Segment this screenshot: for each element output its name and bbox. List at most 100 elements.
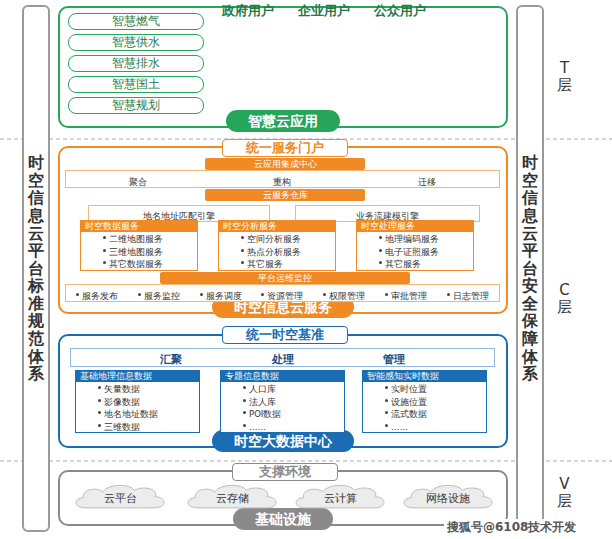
layer-label: T层 bbox=[557, 60, 572, 93]
section-title: 统一时空基准 bbox=[246, 326, 324, 344]
bullet-dot bbox=[385, 411, 388, 414]
service-box: 时空数据服务二维地图服务三维地图服务其它数据服务 bbox=[80, 220, 198, 271]
bullet-dot bbox=[385, 293, 388, 296]
cloud-label: 云计算 bbox=[324, 492, 357, 506]
bar-box: 云服务仓库 bbox=[205, 189, 365, 201]
service-title: 时空分析服务 bbox=[219, 221, 335, 232]
bar-title: 平台运维监控 bbox=[258, 273, 312, 284]
app-name: 智慧国土 bbox=[112, 77, 160, 92]
cloud-label: 云存储 bbox=[216, 492, 249, 506]
bullet-dot bbox=[447, 293, 450, 296]
bullet-dot bbox=[261, 293, 264, 296]
service-item: 电子证照服务 bbox=[385, 247, 439, 257]
bullet-dot bbox=[241, 236, 244, 239]
bar-box: 平台运维监控 bbox=[160, 272, 410, 284]
service-title: 时空数据服务 bbox=[81, 221, 197, 232]
row-item: 服务调度 bbox=[206, 291, 242, 301]
layer-label: V层 bbox=[557, 476, 572, 509]
app-name: 智慧排水 bbox=[112, 56, 160, 71]
row-box: 汇聚处理管理 bbox=[70, 348, 495, 367]
layer-panel: 时空大数据中心统一时空基准汇聚处理管理基础地理信息数据矢量数据影像数据地名地址数… bbox=[58, 334, 508, 448]
service-title: 智能感知实时数据 bbox=[363, 371, 486, 382]
bullet-dot bbox=[98, 424, 101, 427]
bullet-dot bbox=[379, 249, 382, 252]
service-item: 热点分析服务 bbox=[247, 247, 301, 257]
side-title: 时空信息云平台标准规范体系 bbox=[28, 154, 44, 383]
bullet-dot bbox=[379, 236, 382, 239]
app-name: 智慧供水 bbox=[112, 35, 160, 50]
service-box: 时空分析服务空间分析服务热点分析服务其它服务 bbox=[218, 220, 336, 271]
service-box: 时空处理服务地理编码服务电子证照服务其它服务 bbox=[356, 220, 474, 271]
bullet-dot bbox=[385, 424, 388, 427]
service-box: 智能感知实时数据实时位置设施位置流式数据 …… bbox=[362, 370, 487, 433]
bullet-dot bbox=[323, 293, 326, 296]
tab-box: 统一时空基准 bbox=[222, 326, 348, 344]
bar-title: 云服务仓库 bbox=[263, 190, 308, 201]
service-item: POI数据 bbox=[249, 409, 281, 419]
service-item: 地名地址数据 bbox=[104, 409, 158, 419]
service-box: 基础地理信息数据矢量数据影像数据地名地址数据三维数据 bbox=[75, 370, 200, 433]
bullet-dot bbox=[241, 249, 244, 252]
service-item: 实时位置 bbox=[391, 384, 427, 394]
service-item: 影像数据 bbox=[104, 397, 140, 407]
side-title: 时空信息云平台安全保障体系 bbox=[522, 154, 538, 383]
row-item: 审批管理 bbox=[391, 291, 427, 301]
bullet-dot bbox=[103, 261, 106, 264]
row-item: 管理 bbox=[383, 353, 405, 366]
user-label: 政府用户 bbox=[222, 2, 274, 20]
row-item: 迁移 bbox=[418, 177, 436, 187]
service-item: …… bbox=[391, 422, 408, 432]
layer-title: 时空大数据中心 bbox=[212, 430, 354, 452]
layer-panel: 基础设施支撑环境云平台云存储云计算网络设施 bbox=[58, 470, 508, 526]
bullet-dot bbox=[200, 293, 203, 296]
bullet-dot bbox=[76, 293, 79, 296]
service-item: 空间分析服务 bbox=[247, 234, 301, 244]
layer-title: 基础设施 bbox=[233, 508, 333, 530]
bullet-dot bbox=[385, 386, 388, 389]
row-item: 聚合 bbox=[129, 177, 147, 187]
service-title: 专题信息数据 bbox=[221, 371, 344, 382]
bar-box: 云应用集成中心 bbox=[205, 158, 365, 170]
smart-box: 智慧规划 bbox=[68, 97, 204, 114]
smart-box: 智慧燃气 bbox=[68, 13, 204, 30]
row-box: 聚合重构迁移 bbox=[65, 170, 500, 188]
service-item: …… bbox=[249, 422, 266, 432]
layer-panel: 时空信息云服务统一服务门户云应用集成中心聚合重构迁移云服务仓库地名地址匹配引擎业… bbox=[58, 146, 508, 314]
bullet-dot bbox=[243, 386, 246, 389]
service-item: 三维地图服务 bbox=[109, 247, 163, 257]
smart-box: 智慧供水 bbox=[68, 34, 204, 51]
bullet-dot bbox=[385, 399, 388, 402]
bullet-dot bbox=[243, 424, 246, 427]
smart-box: 智慧排水 bbox=[68, 55, 204, 72]
service-item: 其它服务 bbox=[385, 259, 421, 269]
service-title: 基础地理信息数据 bbox=[76, 371, 199, 382]
smart-box: 智慧国土 bbox=[68, 76, 204, 93]
app-name: 智慧规划 bbox=[112, 98, 160, 113]
bullet-dot bbox=[138, 293, 141, 296]
bullet-dot bbox=[103, 236, 106, 239]
bullet-dot bbox=[243, 399, 246, 402]
cloud-shape: 云平台 bbox=[72, 482, 168, 510]
user-label: 企业用户 bbox=[298, 2, 350, 20]
bullet-dot bbox=[98, 399, 101, 402]
watermark: 搜狐号@6108技术开发 bbox=[444, 519, 579, 536]
row-item: 处理 bbox=[272, 353, 294, 366]
row-item: 权限管理 bbox=[329, 291, 365, 301]
row-item: 日志管理 bbox=[453, 291, 489, 301]
cloud-shape: 云存储 bbox=[184, 482, 280, 510]
cloud-label: 网络设施 bbox=[426, 492, 470, 506]
service-item: 流式数据 bbox=[391, 409, 427, 419]
section-title: 支撑环境 bbox=[259, 463, 311, 481]
row-box: 服务发布服务监控服务调度资源管理权限管理审批管理日志管理 bbox=[65, 284, 500, 302]
bullet-dot bbox=[243, 411, 246, 414]
service-item: 设施位置 bbox=[391, 397, 427, 407]
bar-title: 云应用集成中心 bbox=[254, 159, 317, 170]
service-item: 法人库 bbox=[249, 397, 276, 407]
layer-label: C层 bbox=[557, 282, 572, 315]
layer-title: 智慧云应用 bbox=[226, 110, 340, 132]
side-band: 时空信息云平台标准规范体系 bbox=[22, 5, 50, 532]
tab-box: 统一服务门户 bbox=[222, 139, 348, 157]
bullet-dot bbox=[379, 261, 382, 264]
bullet-dot bbox=[103, 249, 106, 252]
service-item: 二维地图服务 bbox=[109, 234, 163, 244]
